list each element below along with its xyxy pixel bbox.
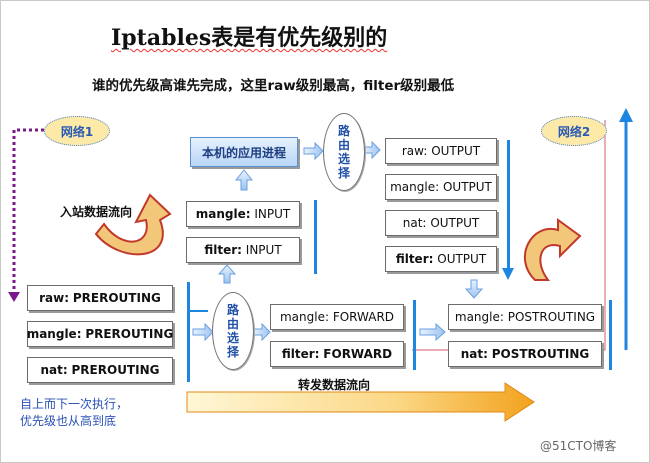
chain-name: PREROUTING <box>72 291 161 305</box>
table-name: filter: <box>395 252 434 266</box>
execution-order-note: 自上而下一次执行， 优先级也从高到底 <box>20 396 128 430</box>
inbound-flow-label: 入站数据流向 <box>60 205 133 219</box>
output-filter-box: filter: OUTPUT <box>385 246 497 272</box>
page-subtitle: 谁的优先级高谁先完成，这里raw级别最高，filter级别最低 <box>92 78 455 94</box>
forward-filter-box: filter: FORWARD <box>270 341 404 367</box>
chain-name: FORWARD <box>323 347 393 361</box>
input-bar <box>314 200 317 274</box>
output-nat-box: nat: OUTPUT <box>385 210 497 236</box>
network-in-cloud: 网络1 <box>44 116 110 146</box>
route-char: 路 <box>226 303 239 317</box>
route-selector-bottom: 路 由 选 择 <box>212 292 254 370</box>
table-name: mangle: <box>390 180 440 194</box>
forward-bar <box>413 300 416 370</box>
route-selector-top: 路 由 选 择 <box>323 113 365 191</box>
route-char: 由 <box>226 317 239 331</box>
ingress-dotted-arrowhead <box>8 292 20 302</box>
table-name: nat: <box>40 363 68 377</box>
prerouting-raw-box: raw: PREROUTING <box>27 285 173 311</box>
prerouting-mangle-box: mangle: PREROUTING <box>27 321 173 347</box>
note-line: 自上而下一次执行， <box>20 397 129 411</box>
watermark: @51CTO博客 <box>540 439 617 453</box>
note-line: 优先级也从高到底 <box>20 414 117 428</box>
table-name: mangle: <box>195 207 251 221</box>
table-name: filter: <box>281 347 320 361</box>
ingress-dotted-line <box>12 128 44 293</box>
table-name: nat: <box>402 216 427 230</box>
input-filter-box: filter: INPUT <box>186 237 300 263</box>
prerouting-bar <box>187 282 190 382</box>
local-process-box: 本机的应用进程 <box>190 137 298 167</box>
chain-name: OUTPUT <box>442 180 492 194</box>
output-raw-box: raw: OUTPUT <box>385 138 497 164</box>
chain-name: OUTPUT <box>437 252 487 266</box>
prerouting-nat-box: nat: PREROUTING <box>27 357 173 383</box>
input-mangle-box: mangle: INPUT <box>186 201 300 227</box>
table-name: nat: <box>460 347 488 361</box>
postrouting-mangle-box: mangle: POSTROUTING <box>448 304 602 330</box>
table-name: mangle: <box>26 327 82 341</box>
chain-name: FORWARD <box>332 310 395 324</box>
chain-name: PREROUTING <box>71 363 160 377</box>
postrouting-nat-box: nat: POSTROUTING <box>448 341 602 367</box>
inbound-curve-arrow <box>94 193 172 256</box>
outbound-curve-arrow <box>524 218 582 281</box>
forward-mangle-box: mangle: FORWARD <box>270 304 404 330</box>
route-char: 由 <box>337 138 350 152</box>
network-out-cloud: 网络2 <box>541 116 607 146</box>
route-char: 择 <box>337 166 350 180</box>
chain-name: INPUT <box>254 207 291 221</box>
table-name: filter: <box>204 243 242 257</box>
route-char: 择 <box>226 345 239 359</box>
page-title: Iptables表是有优先级别的 <box>111 25 388 51</box>
chain-name: OUTPUT <box>430 216 480 230</box>
route-char: 选 <box>226 331 239 345</box>
output-bar <box>507 140 510 276</box>
forward-flow-label: 转发数据流向 <box>298 378 371 392</box>
chain-name: PREROUTING <box>85 327 174 341</box>
chain-name: INPUT <box>245 243 282 257</box>
route-char: 选 <box>337 152 350 166</box>
chain-name: POSTROUTING <box>491 347 590 361</box>
forward-flow-arrow <box>186 382 535 422</box>
table-name: raw: <box>39 291 70 305</box>
table-name: mangle: <box>454 310 504 324</box>
output-mangle-box: mangle: OUTPUT <box>385 174 497 200</box>
table-name: mangle: <box>279 310 329 324</box>
route-char: 路 <box>337 124 350 138</box>
chain-name: POSTROUTING <box>507 310 596 324</box>
table-name: raw: <box>401 144 428 158</box>
chain-name: OUTPUT <box>431 144 481 158</box>
postrouting-bar <box>609 300 612 370</box>
